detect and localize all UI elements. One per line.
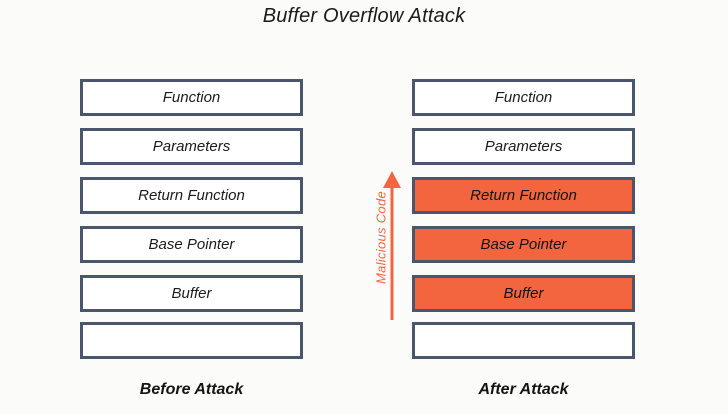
stack-box: Parameters [412,128,635,165]
caption-after-attack: After Attack [478,381,569,398]
arrow-up-icon [383,171,401,320]
stack-box: Function [412,79,635,116]
stack-box-label: Function [162,89,221,106]
stack-box: Function [80,79,303,116]
malicious-code-label: Malicious Code [373,190,389,285]
malicious-code-annotation: Malicious Code [362,168,406,324]
stack-box-label: Function [494,89,553,106]
stack-box: Base Pointer [80,226,303,263]
stack-box-label: Buffer [503,285,544,302]
stack-box-label: Buffer [171,285,212,302]
stack-box: Return Function [80,177,303,214]
stack-box: Return Function [412,177,635,214]
stack-box: Buffer [80,275,303,312]
stack-box [412,322,635,359]
stack-box-label: Return Function [470,187,577,204]
stack-box [80,322,303,359]
stack-box-label: Base Pointer [480,236,567,253]
stack-box-label: Base Pointer [148,236,235,253]
stack-box: Buffer [412,275,635,312]
stack-box-label: Return Function [138,187,245,204]
caption-before-attack: Before Attack [139,381,244,398]
stack-box: Base Pointer [412,226,635,263]
stack-box-label: Parameters [152,138,231,155]
page-title: Buffer Overflow Attack [262,5,466,27]
stack-box-label: Parameters [484,138,563,155]
stack-box: Parameters [80,128,303,165]
